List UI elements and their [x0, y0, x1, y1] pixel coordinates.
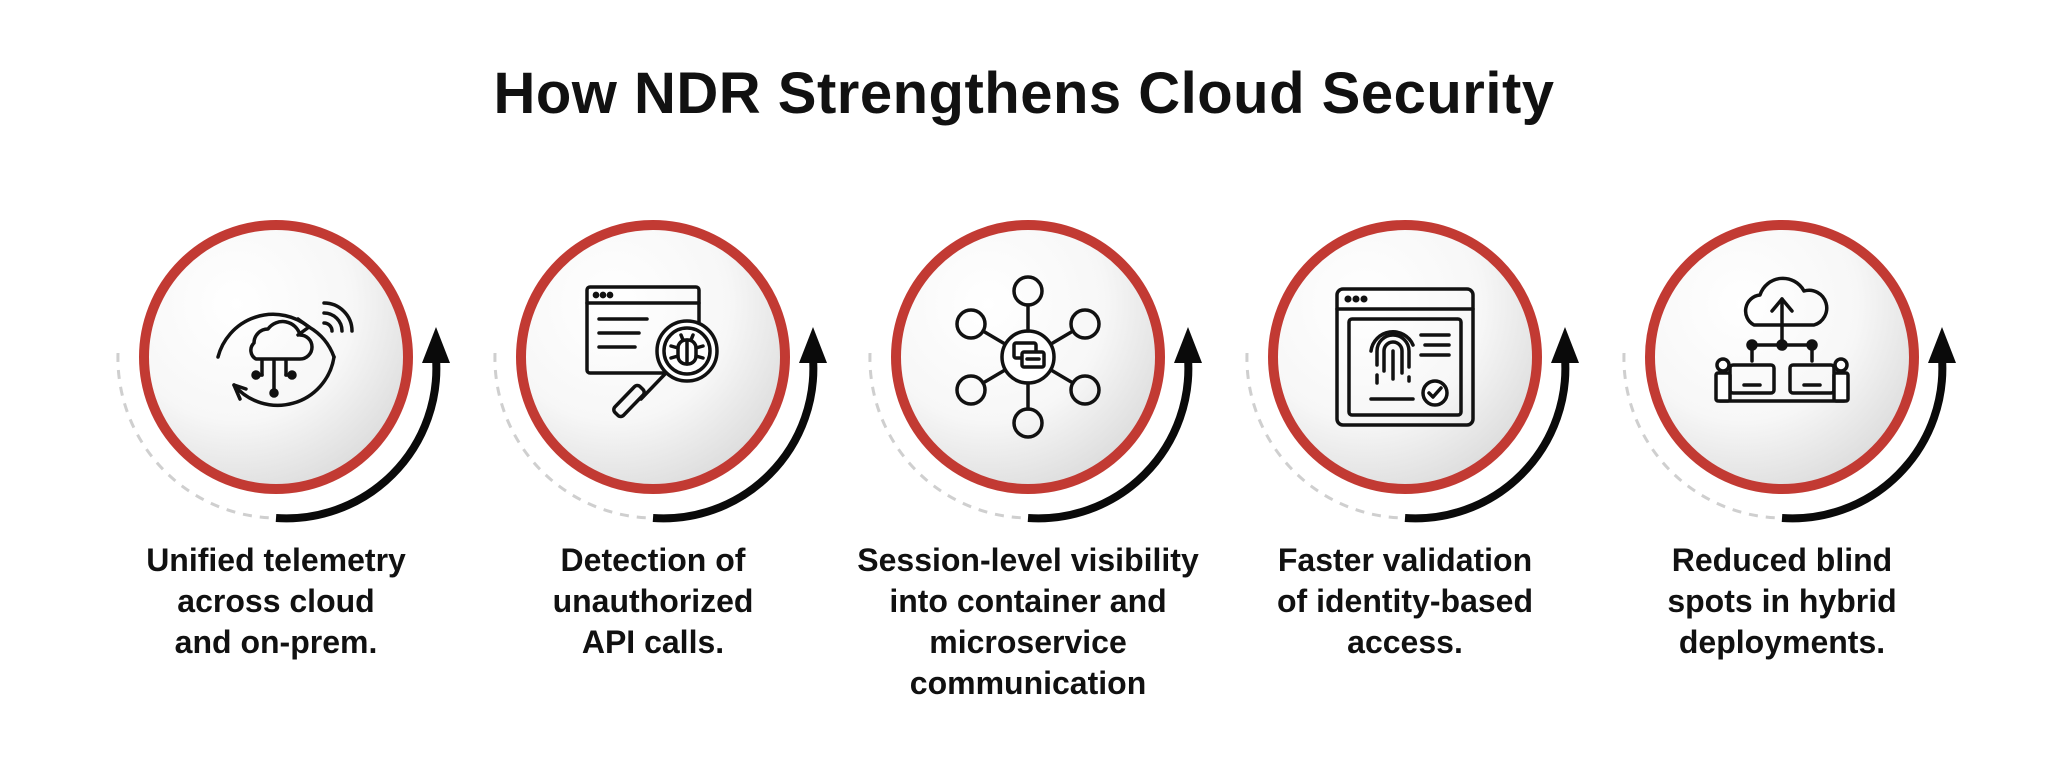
step-5-label: Reduced blind spots in hybrid deployment…: [1667, 542, 1897, 660]
step-2-graphic: [493, 220, 827, 523]
dashed-arc: [116, 352, 277, 520]
step-5: Reduced blind spots in hybrid deployment…: [1594, 215, 1970, 735]
dashed-arc: [1622, 352, 1783, 520]
step-1-label: Unified telemetry across cloud and on-pr…: [146, 542, 406, 660]
progress-arrowhead: [422, 327, 450, 363]
step-1: Unified telemetry across cloud and on-pr…: [88, 215, 464, 735]
step-3-graphic: [868, 220, 1202, 523]
progress-arrowhead: [1928, 327, 1956, 363]
cloud-upload-hybrid-network-icon: [1714, 276, 1850, 403]
step-disc: [144, 225, 408, 489]
progress-arrow-arc: [1027, 357, 1193, 523]
step-5-graphic: [1622, 220, 1956, 523]
step-4-label: Faster validation of identity-based acce…: [1276, 542, 1533, 660]
dashed-arc: [868, 352, 1029, 520]
browser-bug-magnifier-icon: [585, 285, 719, 419]
step-ring: [516, 220, 790, 494]
step-4-graphic: [1245, 220, 1579, 523]
progress-arrow-arc: [1404, 357, 1570, 523]
step-ring: [891, 220, 1165, 494]
progress-arrowhead: [1174, 327, 1202, 363]
fingerprint-identity-window-icon: [1335, 287, 1475, 427]
step-3-label: Session-level visibility into container …: [857, 542, 1199, 701]
step-3: Session-level visibility into container …: [840, 215, 1216, 735]
progress-arrow-arc: [275, 357, 441, 523]
progress-arrowhead: [1551, 327, 1579, 363]
dashed-arc: [493, 352, 654, 520]
network-nodes-chat-icon: [955, 275, 1101, 439]
progress-arrow-arc: [652, 357, 818, 523]
step-2-label: Detection of unauthorized API calls.: [552, 542, 754, 660]
page-title: How NDR Strengthens Cloud Security: [493, 61, 1555, 126]
step-ring: [1268, 220, 1542, 494]
step-1-graphic: [116, 220, 450, 523]
step-ring: [1645, 220, 1919, 494]
step-disc: [1650, 225, 1914, 489]
step-4: Faster validation of identity-based acce…: [1217, 215, 1593, 735]
step-2: Detection of unauthorized API calls.: [465, 215, 841, 735]
cloud-sync-telemetry-icon: [216, 301, 354, 408]
progress-arrowhead: [799, 327, 827, 363]
steps-row: Unified telemetry across cloud and on-pr…: [0, 215, 2048, 735]
dashed-arc: [1245, 352, 1406, 520]
step-ring: [139, 220, 413, 494]
progress-arrow-arc: [1781, 357, 1947, 523]
